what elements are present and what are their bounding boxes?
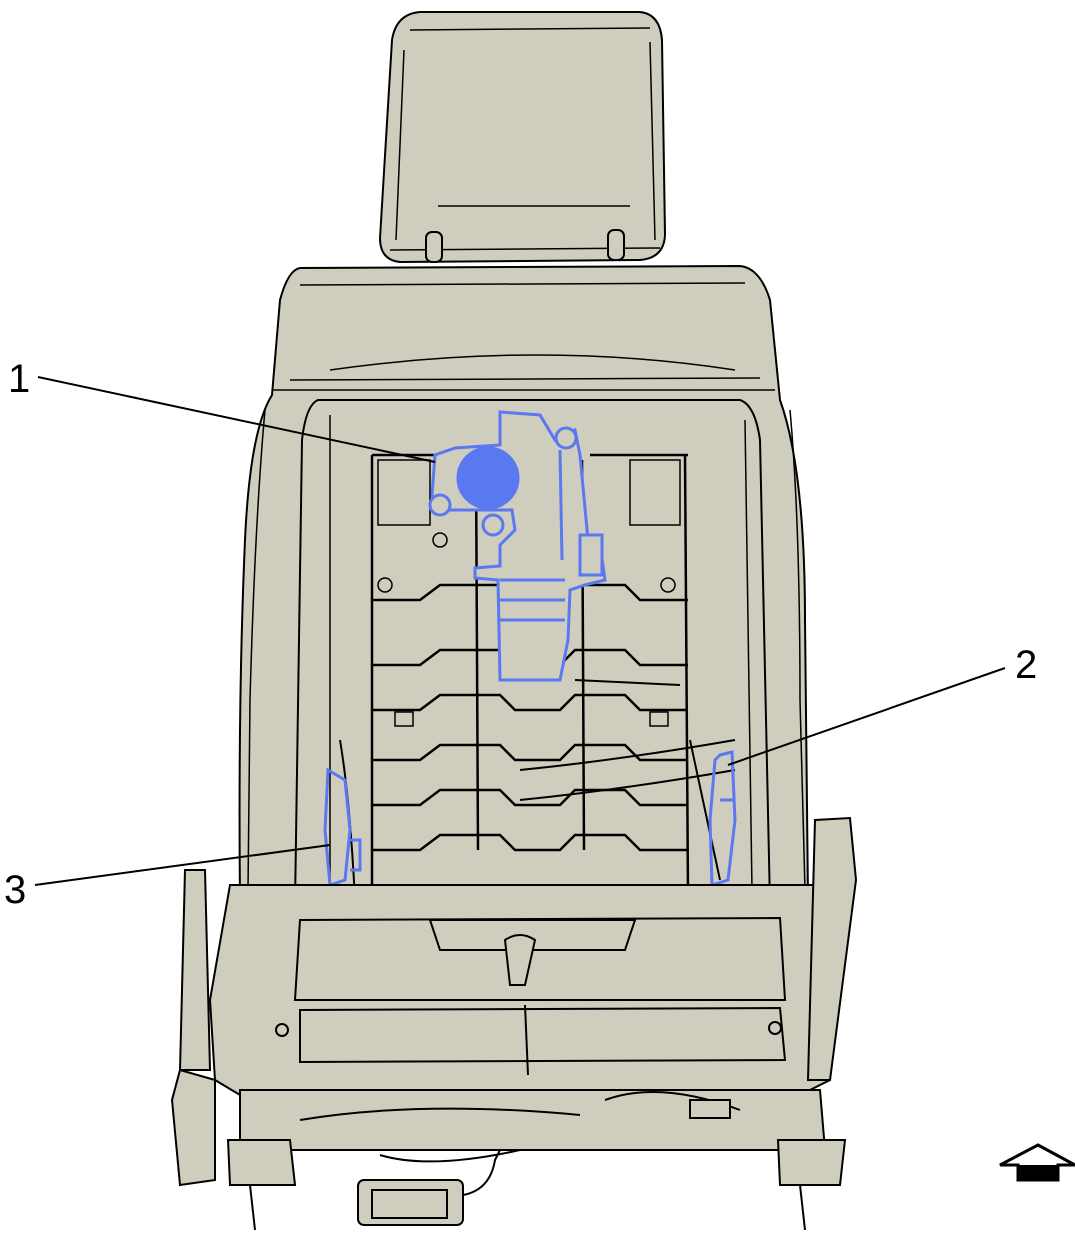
seat-base [170, 816, 858, 1231]
back-plates [377, 459, 681, 727]
callout-1: 1 [8, 357, 30, 401]
bottom-connector [357, 1149, 521, 1226]
leader-lines [34, 376, 1006, 886]
harness-connector-left [323, 767, 362, 888]
callout-3: 3 [4, 868, 26, 912]
wire-harness [339, 679, 736, 1021]
arrow-up-icon [999, 1143, 1075, 1182]
headrest [378, 11, 667, 264]
callout-2: 2 [1015, 643, 1037, 687]
lumbar-motor-assembly [428, 410, 607, 682]
